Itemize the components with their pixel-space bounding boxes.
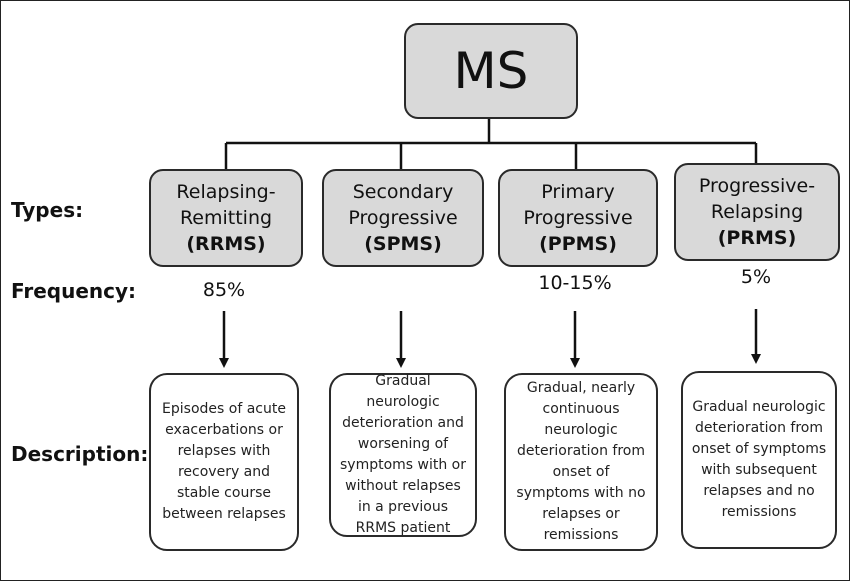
type-node-ppms: Primary Progressive (PPMS)	[498, 169, 658, 267]
type-name-line1: Secondary	[352, 181, 454, 203]
description-text: Gradual neurologic deterioration from on…	[691, 399, 827, 520]
type-abbreviation: (PPMS)	[539, 233, 617, 255]
description-box-ppms: Gradual, nearly continuous neurologic de…	[504, 373, 658, 551]
frequency-prms: 5%	[740, 266, 772, 288]
type-node-prms: Progressive- Relapsing (PRMS)	[674, 163, 840, 261]
type-abbreviation: (PRMS)	[717, 227, 797, 249]
ms-root-label: MS	[453, 42, 529, 100]
description-row-label: Description:	[11, 442, 149, 466]
type-name-line1: Primary	[541, 181, 615, 203]
type-name-line2: Remitting	[179, 207, 273, 229]
description-text: Gradual neurologic deterioration and wor…	[339, 373, 466, 536]
type-name-line2: Progressive	[523, 207, 633, 229]
type-abbreviation: (SPMS)	[364, 233, 442, 255]
description-text: Gradual, nearly continuous neurologic de…	[516, 380, 646, 543]
description-box-prms: Gradual neurologic deterioration from on…	[681, 371, 837, 549]
type-abbreviation: (RRMS)	[186, 233, 266, 255]
type-node-rrms: Relapsing- Remitting (RRMS)	[149, 169, 303, 267]
ms-root-node: MS	[404, 23, 578, 119]
description-box-rrms: Episodes of acute exacerbations or relap…	[149, 373, 299, 551]
type-name-line1: Relapsing-	[176, 181, 276, 203]
description-text: Episodes of acute exacerbations or relap…	[162, 401, 286, 522]
frequency-row-label: Frequency:	[11, 279, 137, 303]
type-name-line2: Progressive	[348, 207, 458, 229]
type-name-line1: Progressive-	[698, 175, 816, 197]
description-box-spms: Gradual neurologic deterioration and wor…	[329, 373, 477, 537]
types-row-label: Types:	[11, 198, 84, 222]
frequency-rrms: 85%	[202, 279, 246, 301]
type-name-line2: Relapsing	[710, 201, 804, 223]
frequency-ppms: 10-15%	[538, 272, 612, 294]
type-node-spms: Secondary Progressive (SPMS)	[322, 169, 484, 267]
